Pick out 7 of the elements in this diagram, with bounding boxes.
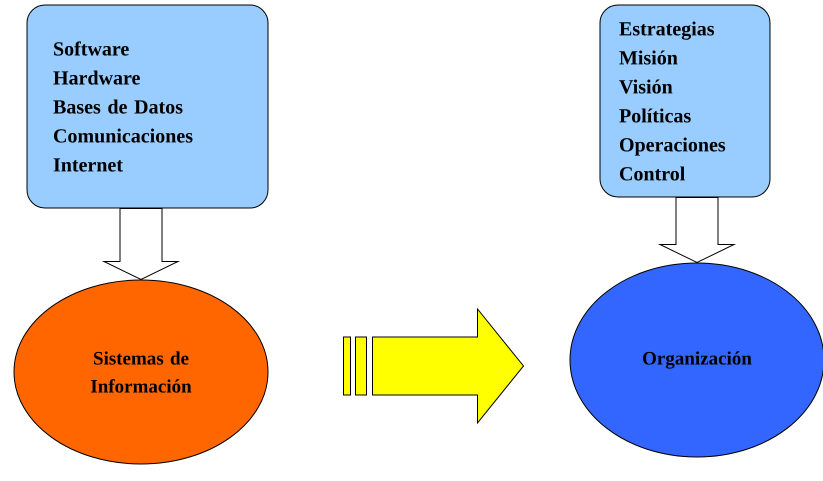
rounded-box: Software Hardware Bases de Datos Comunicaciones Internet <box>26 4 268 208</box>
block-arrow <box>343 308 524 424</box>
block-arrow <box>658 197 736 264</box>
oval: Sistemas de Información <box>14 280 268 464</box>
rounded-box: Estrategias Misión Visión Políticas Operaciones Control <box>600 4 770 198</box>
oval: Organización <box>570 262 823 458</box>
block-arrow <box>102 208 180 280</box>
